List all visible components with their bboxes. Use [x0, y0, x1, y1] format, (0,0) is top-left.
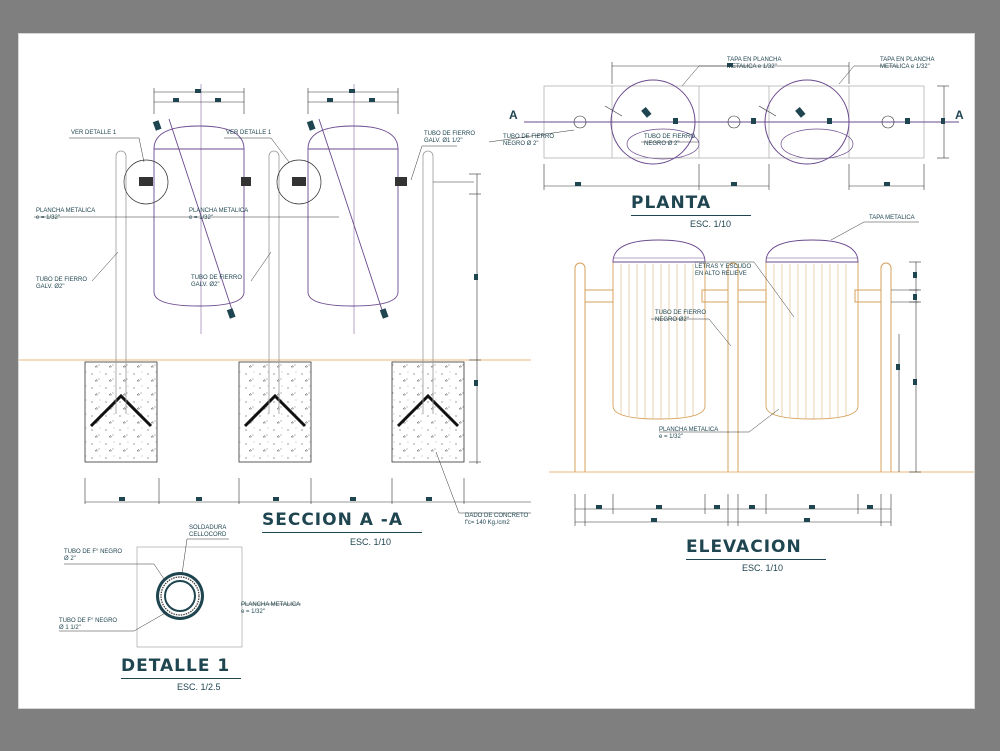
bin-body — [307, 149, 399, 307]
label-tubo-negro: TUBO DE FIERRO NEGRO Ø2" — [655, 310, 707, 323]
seccion-view — [19, 84, 531, 514]
bin-elevation — [765, 261, 859, 420]
anchor — [89, 393, 153, 428]
diagonal-rod — [318, 118, 385, 317]
post — [422, 150, 434, 414]
elevacion-title-underline — [686, 559, 826, 560]
diagonal-rod — [168, 118, 235, 317]
post — [727, 262, 739, 472]
detalle-title: DETALLE 1 — [121, 656, 231, 676]
label-tubo-galv: TUBO DE FIERRO GALV. Ø2" — [191, 275, 243, 288]
planta-title-underline — [631, 215, 751, 216]
label-plancha: PLANCHA METALICA e = 1/32" — [36, 208, 96, 221]
cad-drawing — [19, 62, 974, 648]
label-tubo-galv: TUBO DE FIERRO GALV. Ø1 1/2" — [424, 131, 476, 144]
seccion-title: SECCION A -A — [262, 510, 404, 530]
anchor — [396, 393, 460, 428]
label-plancha: PLANCHA METALICA e = 1/32" — [659, 427, 719, 440]
label-tapa-metalica: TAPA METALICA — [869, 215, 915, 221]
label-soldadura: SOLDADURA CELLOCORD — [189, 525, 227, 538]
bin-elevation — [612, 261, 706, 420]
detalle-scale: ESC. 1/2.5 — [177, 682, 221, 692]
bin-body — [153, 149, 245, 307]
elevacion-scale: ESC. 1/10 — [742, 563, 784, 573]
inner-tube — [164, 580, 196, 612]
concrete-block — [391, 361, 465, 463]
label-letras: LETRAS Y ESCUDO EN ALTO RELIEVE — [695, 264, 752, 277]
label-plancha: PLANCHA METALICA e = 1/32" — [189, 208, 249, 221]
concrete-block — [84, 361, 158, 463]
bin-lid — [765, 239, 859, 263]
planta-view — [488, 62, 959, 190]
label-dado: DADO DE CONCRETO f'c= 140 Kg./cm2 — [465, 513, 529, 526]
label-ver-detalle: VER DETALLE 1 — [226, 130, 272, 136]
bin-lid — [153, 125, 245, 150]
post — [880, 262, 892, 472]
elevacion-view — [549, 221, 974, 526]
label-tapa: TAPA EN PLANCHA METALICA e 1/32" — [880, 57, 935, 70]
label-tubo-negro: TUBO DE FIERRO NEGRO Ø 2" — [503, 134, 555, 147]
planta-scale: ESC. 1/10 — [690, 219, 732, 229]
anchor — [243, 393, 307, 428]
detalle-view — [59, 538, 301, 648]
seccion-title-underline — [262, 532, 422, 533]
detail-circle — [123, 159, 169, 205]
elevacion-title: ELEVACION — [686, 537, 802, 557]
planta-title: PLANTA — [631, 193, 712, 213]
label-tubo-negro: TUBO DE FIERRO NEGRO Ø 2" — [644, 134, 696, 147]
detail-circle — [276, 159, 322, 205]
detalle-title-underline — [121, 678, 241, 679]
label-tubo-negro: TUBO DE F° NEGRO Ø 1 1/2" — [59, 618, 118, 631]
post — [574, 262, 586, 472]
bin-lid — [612, 239, 706, 263]
bin-lid — [307, 125, 399, 150]
label-tubo-negro: TUBO DE F° NEGRO Ø 2" — [64, 549, 123, 562]
post — [115, 150, 127, 414]
axis-mark-left: A — [509, 108, 518, 122]
label-plancha: PLANCHA METALICA e = 1/32" — [241, 602, 301, 615]
drawing-sheet: SECCION A -A ESC. 1/10 PLANTA ESC. 1/10 … — [18, 33, 975, 709]
label-tubo-galv: TUBO DE FIERRO GALV. Ø2" — [36, 277, 88, 290]
seccion-scale: ESC. 1/10 — [350, 537, 392, 547]
label-ver-detalle: VER DETALLE 1 — [71, 130, 117, 136]
label-tapa: TAPA EN PLANCHA METALICA e 1/32" — [727, 57, 782, 70]
concrete-block — [238, 361, 312, 463]
post — [268, 150, 280, 414]
axis-mark-right: A — [955, 108, 964, 122]
